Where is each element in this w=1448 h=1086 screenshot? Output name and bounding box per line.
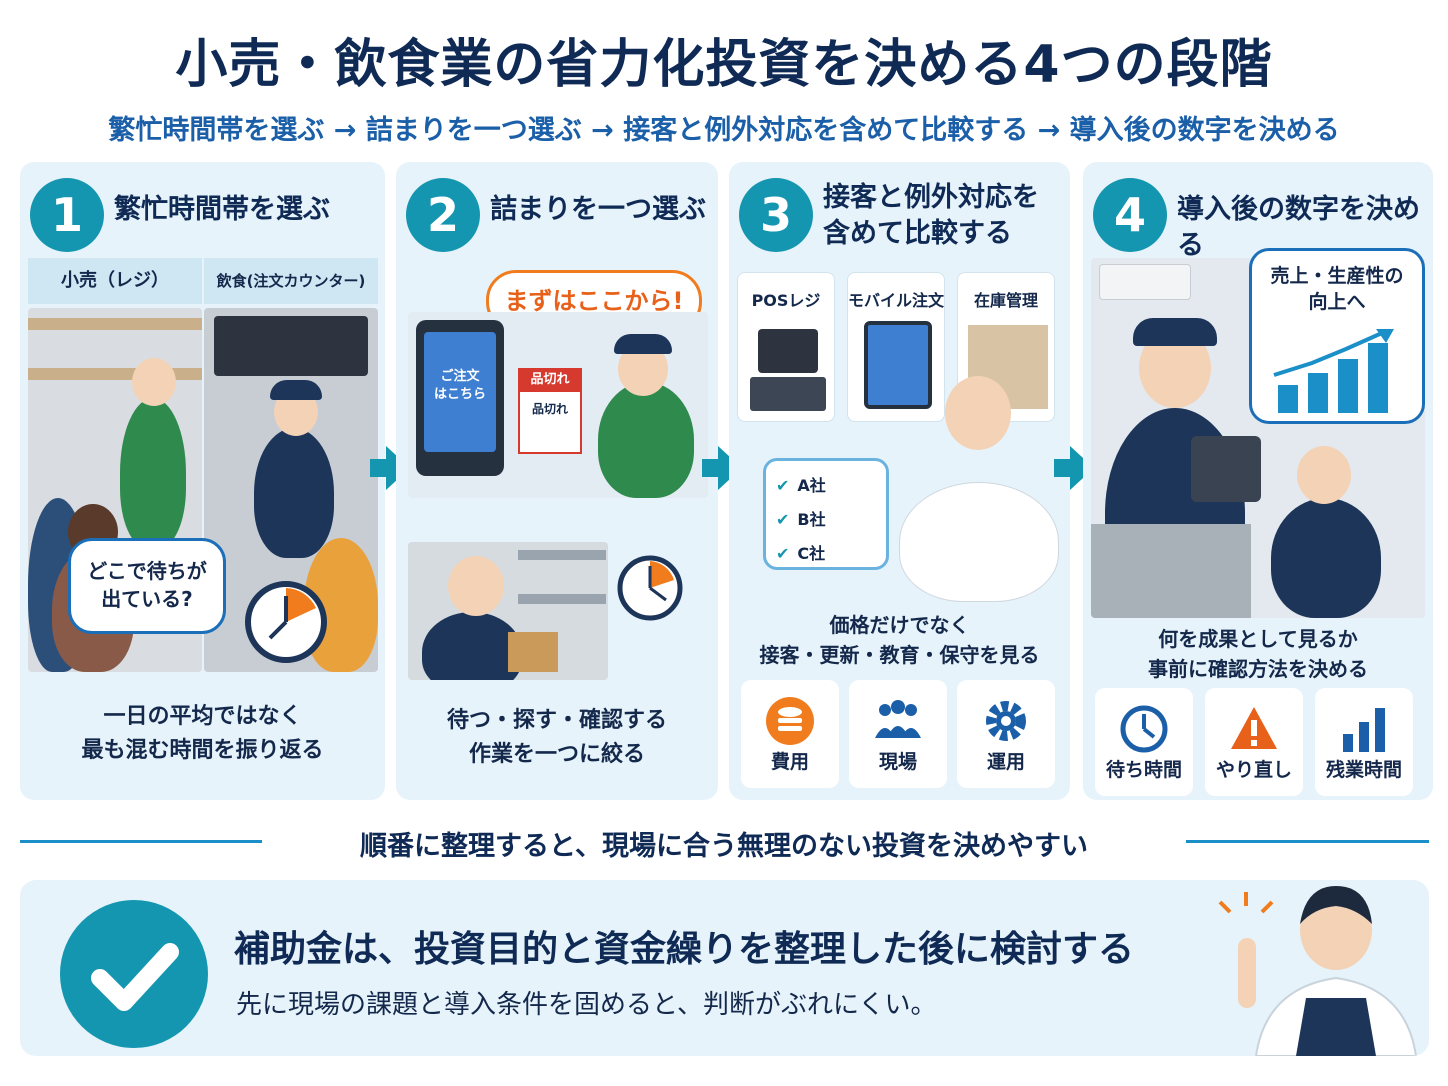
subsidy-subtext: 先に現場の課題と導入条件を固めると、判断がぶれにくい。 bbox=[236, 990, 937, 1020]
step-title-4: 導入後の数字を決める bbox=[1177, 194, 1420, 261]
metric-overtime: 残業時間 bbox=[1315, 688, 1413, 796]
stopwatch-icon bbox=[245, 581, 327, 663]
warehouse-scene bbox=[408, 542, 608, 680]
sold-out-sign-sub: 品切れ bbox=[531, 402, 568, 416]
mobile-order-label: モバイル注文 bbox=[848, 291, 945, 310]
bar-chart-icon bbox=[1343, 708, 1385, 752]
step-panel-4: 4 導入後の数字を決める 売上・生産性の 向上へ 何を成果として見るか 事前に確… bbox=[1083, 162, 1433, 800]
factor-operation: 運用 bbox=[957, 680, 1055, 788]
retail-label: 小売（レジ） bbox=[28, 258, 202, 304]
clock-icon bbox=[617, 555, 683, 621]
metric-wait-time: 待ち時間 bbox=[1095, 688, 1193, 796]
growth-bubble: 売上・生産性の 向上へ bbox=[1249, 248, 1425, 424]
checkmark-icon bbox=[60, 900, 208, 1048]
step-title-1: 繁忙時間帯を選ぶ bbox=[114, 194, 330, 225]
sold-out-sign: 品切れ bbox=[518, 368, 582, 392]
step-number-1: 1 bbox=[30, 178, 104, 252]
staff-head bbox=[945, 376, 1011, 450]
step-panel-3: 3 接客と例外対応を 含めて比較する POSレジ モバイル注文 在庫管理 ✔A社… bbox=[729, 162, 1070, 800]
vendor-checklist: ✔A社 ✔B社 ✔C社 bbox=[763, 458, 889, 570]
pos-card: POSレジ bbox=[737, 272, 835, 422]
subsidy-note: 補助金は、投資目的と資金繰りを整理した後に検討する 先に現場の課題と導入条件を固… bbox=[20, 880, 1429, 1056]
divider-line-right bbox=[1186, 840, 1429, 843]
vendor-item: ✔A社 bbox=[776, 476, 826, 495]
step-caption-3: 価格だけでなく 接客・更新・教育・保守を見る bbox=[759, 613, 1040, 667]
step-panel-2: 2 詰まりを一つ選ぶ まずはここから! ご注文 はこちら 品切れ 品切れ 待つ・… bbox=[396, 162, 718, 800]
people-icon bbox=[875, 700, 921, 738]
step-number-4: 4 bbox=[1093, 178, 1167, 252]
restaurant-label: 飲食(注文カウンター) bbox=[204, 258, 378, 304]
step-caption-1: 一日の平均ではなく 最も混む時間を振り返る bbox=[81, 704, 324, 763]
mobile-order-card: モバイル注文 bbox=[847, 272, 945, 422]
gear-icon bbox=[986, 701, 1026, 741]
inventory-label: 在庫管理 bbox=[973, 291, 1038, 310]
factor-cost: 費用 bbox=[741, 680, 839, 788]
coins-icon bbox=[766, 697, 814, 745]
step-panel-1: 1 繁忙時間帯を選ぶ 小売（レジ） 飲食(注文カウンター) どこで待ちが 出てい… bbox=[20, 162, 385, 800]
growth-chart-icon bbox=[1273, 329, 1394, 413]
divider-line-left bbox=[20, 840, 262, 843]
factor-site: 現場 bbox=[849, 680, 947, 788]
metric-rework: やり直し bbox=[1205, 688, 1303, 796]
clock-icon bbox=[1120, 705, 1168, 753]
wait-question-bubble: どこで待ちが 出ている? bbox=[68, 538, 226, 634]
results-scene bbox=[1091, 258, 1425, 618]
step-title-2: 詰まりを一つ選ぶ bbox=[490, 194, 706, 225]
vendor-item: ✔C社 bbox=[776, 544, 826, 563]
step-number-2: 2 bbox=[406, 178, 480, 252]
staff-pointing-icon bbox=[1218, 886, 1418, 1056]
step-number-3: 3 bbox=[739, 178, 813, 252]
page-subtitle: 繁忙時間帯を選ぶ → 詰まりを一つ選ぶ → 接客と例外対応を含めて比較する → … bbox=[108, 115, 1340, 146]
step-caption-4: 何を成果として見るか 事前に確認方法を決める bbox=[1148, 627, 1368, 681]
page-title: 小売・飲食業の省力化投資を決める4つの段階 bbox=[175, 35, 1273, 95]
divider-message: 順番に整理すると、現場に合う無理のない投資を決めやすい bbox=[360, 831, 1088, 862]
kiosk-scene: ご注文 はこちら 品切れ 品切れ bbox=[408, 312, 708, 498]
vendor-item: ✔B社 bbox=[776, 510, 826, 529]
pos-label: POSレジ bbox=[751, 291, 821, 310]
staff-figure bbox=[899, 482, 1059, 602]
kiosk-screen-text: ご注文 はこちら bbox=[433, 369, 486, 402]
warning-icon bbox=[1231, 707, 1277, 749]
step-title-3: 接客と例外対応を 含めて比較する bbox=[823, 182, 1039, 249]
step-caption-2: 待つ・探す・確認する 作業を一つに絞る bbox=[446, 708, 667, 767]
subsidy-title: 補助金は、投資目的と資金繰りを整理した後に検討する bbox=[234, 929, 1135, 970]
